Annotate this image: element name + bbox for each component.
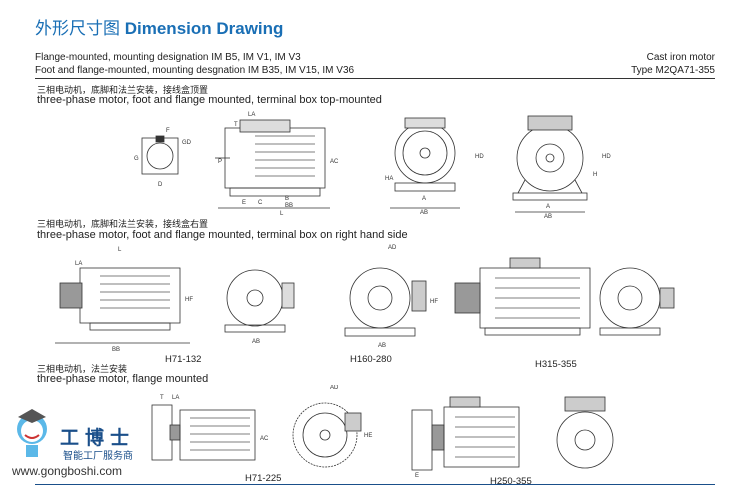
caption-h71-225: H71-225: [245, 473, 282, 484]
side-view-h71-225: [151, 404, 256, 461]
dim-L-2: L: [118, 247, 122, 253]
dim-LA-3: LA: [172, 395, 179, 401]
motor-type: Cast iron motor Type M2QA71-355: [631, 51, 715, 77]
dim-P: P: [218, 159, 222, 165]
section-3-title-en: three-phase motor, flange mounted: [37, 373, 209, 385]
dim-BB: BB: [285, 203, 293, 209]
side-view-drawing: [215, 119, 330, 209]
mounting-description: Flange-mounted, mounting designation IM …: [35, 51, 354, 77]
watermark-url: www.gongboshi.com: [12, 464, 123, 478]
dim-T: T: [234, 122, 238, 128]
section-3-title-cn: 三相电动机，法兰安装: [37, 364, 128, 374]
rear-view-drawing: [512, 115, 588, 213]
dim-T-2: T: [160, 395, 164, 401]
dim-H: H: [593, 172, 597, 178]
dim-L: L: [280, 211, 284, 217]
title-en: Dimension Drawing: [124, 19, 284, 38]
dim-AB-4: AB: [378, 343, 386, 349]
dim-E-2: E: [415, 473, 419, 477]
dim-AC-2: AC: [260, 436, 269, 442]
dim-HF-2: HF: [430, 299, 438, 305]
drawings-row-1: F GD G D LA T P AC E C B BB L HD HA A AB…: [134, 112, 611, 218]
caption-h71-132: H71-132: [165, 354, 202, 365]
dim-C: C: [258, 200, 263, 206]
footer-divider: [35, 484, 715, 485]
dim-A: A: [422, 196, 426, 202]
dim-AB-3: AB: [252, 339, 260, 345]
caption-h250-355: H250-355: [490, 476, 532, 487]
dim-LA-2: LA: [75, 261, 82, 267]
front-view-drawing: [390, 117, 460, 209]
dim-E: E: [242, 200, 246, 206]
front-view-h160-280: [344, 267, 427, 337]
section-1-title-cn: 三相电动机，底脚和法兰安装，接线盒顶置: [37, 85, 209, 95]
drawings-row-3: T LA AC AD HE E: [151, 385, 614, 477]
mounting-line-1: Flange-mounted, mounting designation IM …: [35, 52, 301, 63]
drawings-row-2: L LA HF BB AB AD HF AB: [55, 245, 675, 353]
dim-AB-2: AB: [544, 214, 552, 218]
watermark-logo: 工博士 智能工厂服务商 www.gongboshi.com: [8, 405, 138, 480]
dim-A-2: A: [546, 204, 550, 210]
watermark-subtitle: 智能工厂服务商: [63, 451, 133, 462]
dim-AC: AC: [330, 159, 339, 165]
side-view-h250-355: [411, 396, 520, 471]
page-title: 外形尺寸图 Dimension Drawing: [35, 14, 283, 39]
dim-AD: AD: [388, 245, 397, 251]
dim-HF: HF: [185, 297, 193, 303]
front-view-h250-355: [556, 396, 614, 469]
motor-type-range: Type M2QA71-355: [631, 65, 715, 76]
side-view-h71-132: [55, 267, 190, 344]
section-2-title-en: three-phase motor, foot and flange mount…: [37, 229, 408, 241]
shaft-end-drawing: [141, 135, 179, 175]
watermark-name: 工博士: [60, 427, 136, 449]
dim-HD-2: HD: [602, 154, 611, 160]
dim-HA: HA: [385, 176, 393, 182]
mounting-line-2: Foot and flange-mounted, mounting desgna…: [35, 65, 355, 76]
section-2-title-cn: 三相电动机，底脚和法兰安装，接线盒右置: [37, 219, 209, 229]
dim-D: D: [158, 182, 163, 188]
side-view-h315-355: [454, 257, 591, 336]
mascot-icon: [17, 409, 47, 457]
caption-h315-355: H315-355: [535, 359, 577, 370]
dim-AD-2: AD: [330, 385, 339, 391]
dim-AB: AB: [420, 210, 428, 216]
caption-h160-280: H160-280: [350, 354, 392, 365]
dim-BB-2: BB: [112, 347, 120, 353]
dim-LA: LA: [248, 112, 255, 118]
title-cn: 外形尺寸图: [35, 19, 120, 38]
dim-G: G: [134, 156, 139, 162]
header-divider: [35, 78, 715, 79]
dim-GD: GD: [182, 140, 192, 146]
motor-material: Cast iron motor: [646, 52, 715, 63]
section-1-title-en: three-phase motor, foot and flange mount…: [37, 94, 382, 106]
dim-HE: HE: [364, 433, 372, 439]
dim-F: F: [166, 128, 170, 134]
front-view-h315-355: [599, 267, 675, 336]
dim-B: B: [285, 196, 289, 202]
front-view-h71-225: [292, 402, 362, 468]
front-view-h71-132: [224, 269, 295, 333]
dim-HD: HD: [475, 154, 484, 160]
